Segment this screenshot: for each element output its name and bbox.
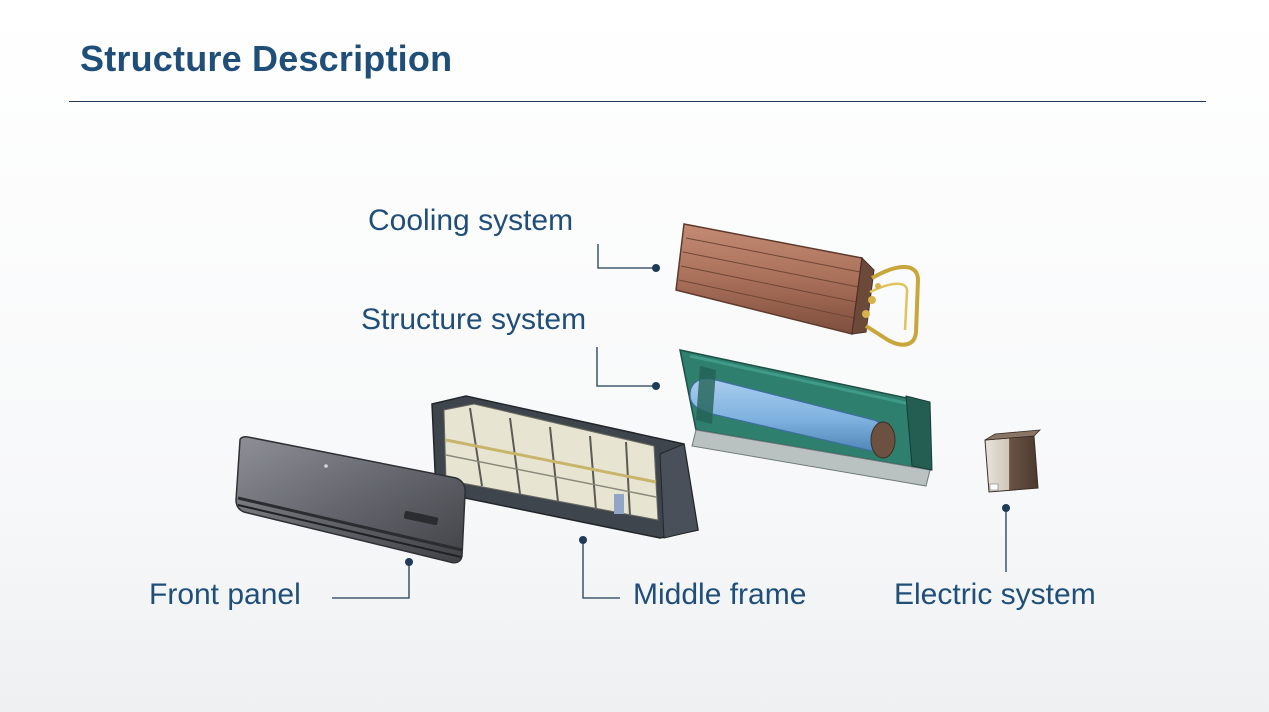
front-panel-leader-line xyxy=(332,562,410,599)
title-divider xyxy=(69,101,1206,102)
front-panel-leader-dot xyxy=(405,558,413,566)
cooling-system-label: Cooling system xyxy=(368,204,574,237)
leader-endpoints xyxy=(405,264,1010,566)
middle-frame-graphic xyxy=(431,395,699,539)
front-panel-label: Front panel xyxy=(149,578,301,611)
structure-leader-line xyxy=(596,347,656,387)
middle-frame-label: Middle frame xyxy=(633,578,807,611)
structure-system-label: Structure system xyxy=(361,303,587,336)
electric-system-label: Electric system xyxy=(894,578,1096,611)
structure-leader-dot xyxy=(652,382,660,390)
page-title: Structure Description xyxy=(80,38,453,79)
middle-frame-leader-line xyxy=(582,540,620,599)
leader-lines xyxy=(332,244,1007,599)
front-panel-graphic xyxy=(235,436,466,564)
middle-frame-leader-dot xyxy=(579,536,587,544)
structure-chassis-graphic xyxy=(679,349,933,487)
cooling-leader-line xyxy=(597,244,656,269)
electric-box-graphic xyxy=(984,429,1042,493)
electric-leader-dot xyxy=(1002,504,1010,512)
cooling-leader-dot xyxy=(652,264,660,272)
cooling-coil-graphic xyxy=(675,223,921,347)
